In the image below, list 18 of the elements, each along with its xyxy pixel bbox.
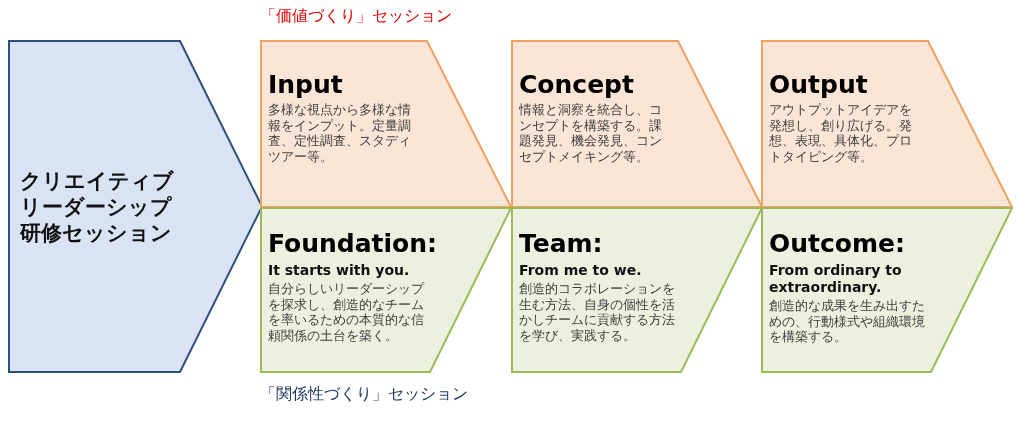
description: 自分らしいリーダーシップを探求し、創造的なチームを率いるための本質的な信頼関係の土台を築く。 <box>268 281 426 343</box>
description: アウトプットアイデアを発想し、創り広げる。発想、表現、具体化、プロトタイピング等。 <box>769 102 913 164</box>
heading: Input <box>268 70 344 100</box>
section-caption: 「関係性づくり」セッション <box>260 384 468 405</box>
heading: Concept <box>519 70 635 100</box>
subheading: It starts with you. <box>268 262 411 279</box>
subheading: From ordinary to extraordinary. <box>769 262 903 296</box>
heading: Output <box>769 70 869 100</box>
description: 情報と洞察を統合し、コンセプトを構築する。課題発見、機会発見、コンセプトメイキング等。 <box>519 102 663 164</box>
subheading: From me to we. <box>519 262 643 279</box>
heading: Outcome: <box>769 229 906 259</box>
description: 創造的な成果を生み出すための、行動様式や組織環境を構築する。 <box>769 298 926 345</box>
heading: Team: <box>519 229 604 259</box>
chevron-title: クリエイティブリーダーシップ研修セッション <box>20 167 175 246</box>
description: 創造的コラボレーションを生む方法、自身の個性を活かしチームに貢献する方法を学び、実践する。 <box>519 281 676 343</box>
section-caption: 「価値づくり」セッション <box>260 6 452 27</box>
description: 多様な視点から多様な情報をインプット。定量調査、定性調査、スタディツアー等。 <box>268 102 412 164</box>
heading: Foundation: <box>268 229 439 259</box>
